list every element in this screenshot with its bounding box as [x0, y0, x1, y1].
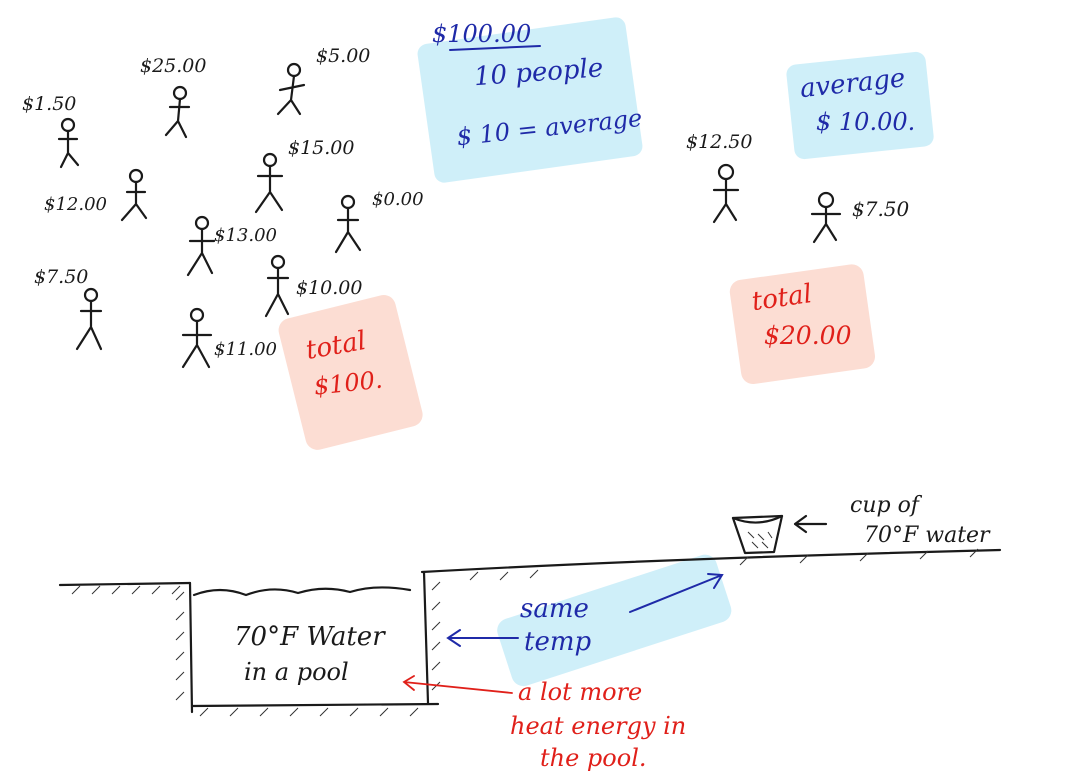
amount-r1: $12.50: [686, 131, 752, 153]
stick-figure-r1: [712, 163, 740, 224]
heat-line2: heat energy in: [510, 712, 686, 740]
arrow-to-cup: [629, 573, 724, 613]
cup-label-line1: cup of: [850, 493, 923, 518]
right-average-value: $ 10.00.: [816, 108, 915, 136]
amount-p2: $25.00: [140, 55, 206, 77]
amount-p1: $1.50: [22, 93, 76, 115]
pool-right-wall: [422, 570, 430, 705]
orange-highlight-left-total: [278, 294, 423, 450]
heat-line3: the pool.: [540, 744, 647, 772]
arrow-to-pool: [402, 675, 513, 694]
amount-p3: $5.00: [316, 45, 370, 67]
cup-arrow: [793, 514, 828, 534]
fraction-bar: [449, 45, 541, 51]
arrow-to-pool-wall: [446, 629, 519, 647]
ground-hatching: [71, 548, 979, 717]
stick-figure-p1: [57, 117, 80, 169]
amount-p6: $13.00: [214, 225, 277, 246]
cyan-highlight-same-temp: [497, 554, 732, 687]
amount-p9: $10.00: [296, 277, 362, 299]
stick-figure-p6: [186, 215, 216, 277]
amount-p7: $0.00: [372, 189, 424, 210]
stick-figure-p10: [181, 307, 213, 369]
same-temp-line2: temp: [524, 627, 591, 657]
stick-figure-p8: [75, 287, 103, 351]
amount-p8: $7.50: [34, 266, 88, 288]
amount-r2: $7.50: [852, 197, 910, 221]
pool-label-line1: 70°F Water: [234, 622, 386, 652]
cyan-highlight-right-average: [786, 51, 934, 160]
ground-line-right: [420, 548, 1002, 574]
same-temp-line1: same: [520, 594, 589, 624]
pool-bottom: [190, 702, 440, 708]
amount-p4: $12.00: [44, 194, 107, 215]
amount-p10: $11.00: [214, 339, 277, 360]
right-total-value: $20.00: [764, 321, 852, 350]
cup-label-line2: 70°F water: [864, 523, 991, 548]
cyan-highlight-average-calc: [417, 17, 643, 183]
average-numerator: $100.00: [432, 20, 531, 48]
stick-figure-p3: [276, 62, 306, 116]
pool-label-line2: in a pool: [244, 658, 349, 686]
orange-highlight-right-total: [729, 264, 876, 384]
pool-water-surface: [192, 586, 412, 597]
stick-figure-p2: [164, 85, 191, 139]
stick-figure-p4: [120, 168, 148, 222]
cup-icon: [731, 514, 784, 555]
ground-line-left: [58, 581, 192, 587]
stick-figure-p9: [264, 254, 290, 318]
stick-figure-r2: [810, 191, 842, 244]
stick-figure-p5: [254, 152, 284, 214]
amount-p5: $15.00: [288, 137, 354, 159]
stick-figure-p7: [334, 194, 362, 254]
pool-left-wall: [188, 581, 194, 714]
heat-line1: a lot more: [518, 678, 642, 706]
